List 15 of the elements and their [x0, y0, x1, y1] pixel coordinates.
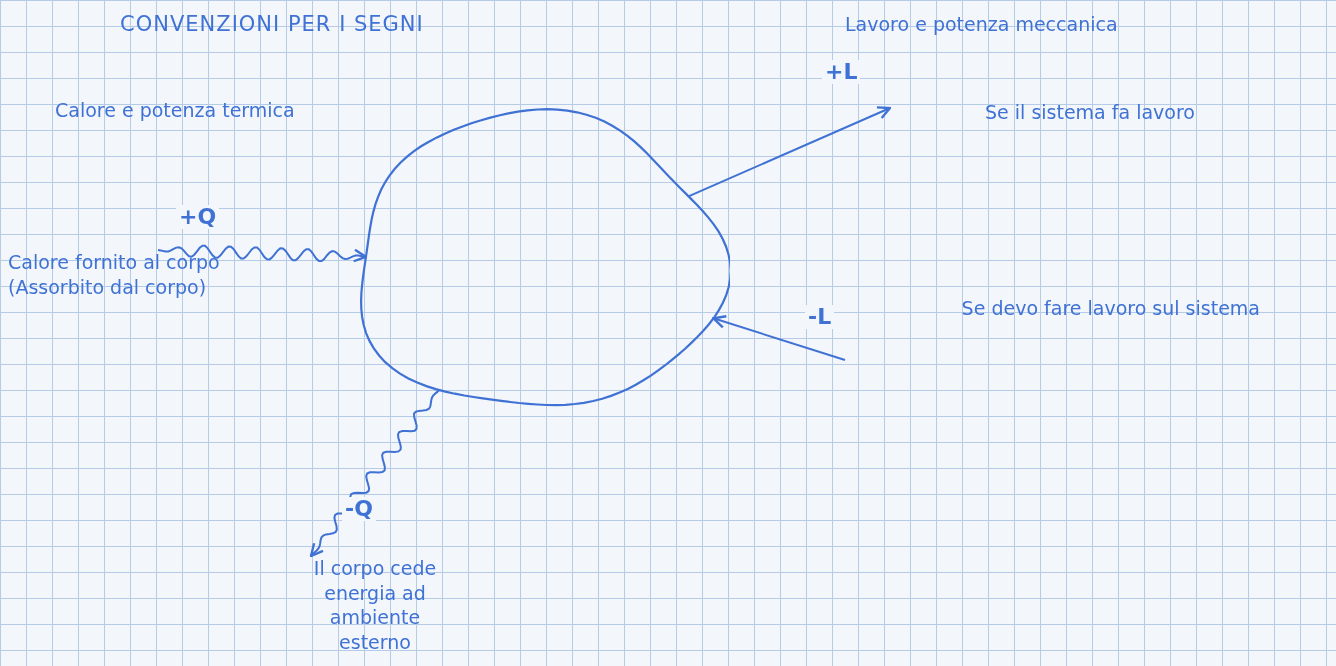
wavy-arrow: [309, 389, 441, 558]
handwritten-note: Se devo fare lavoro sul sistema: [960, 296, 1260, 321]
handwritten-note: Lavoro e potenza meccanica: [845, 12, 1119, 37]
handwritten-note: Se il sistema fa lavoro: [985, 100, 1196, 125]
arrow: [687, 106, 892, 198]
title: CONVENZIONI PER I SEGNI: [120, 12, 424, 36]
edge-label: -Q: [342, 497, 376, 522]
handwritten-note: Calore e potenza termica: [55, 98, 296, 123]
edge-label: +L: [822, 60, 861, 85]
arrow: [712, 315, 846, 361]
edge-label: +Q: [176, 205, 220, 230]
edge-label: -L: [805, 305, 835, 330]
handwritten-note: Il corpo cede energia ad ambiente esterno: [295, 556, 455, 655]
wavy-arrow: [157, 244, 368, 263]
handwritten-note: Calore fornito al corpo (Assorbito dal corpo): [8, 250, 308, 300]
